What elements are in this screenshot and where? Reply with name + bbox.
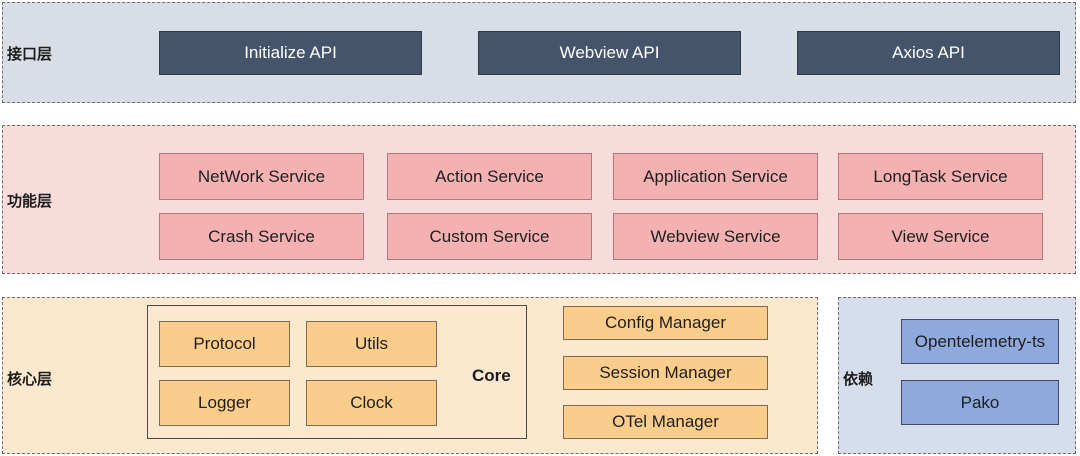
axios-api-box: Axios API: [797, 31, 1060, 75]
clock-box: Clock: [306, 380, 437, 426]
longtask-service-box: LongTask Service: [838, 153, 1043, 200]
initialize-api-box: Initialize API: [159, 31, 422, 75]
opentelemetry-box: Opentelemetry-ts: [901, 319, 1059, 364]
protocol-box: Protocol: [159, 321, 290, 367]
webview-api-box: Webview API: [478, 31, 741, 75]
crash-service-box: Crash Service: [159, 213, 364, 260]
action-service-box: Action Service: [387, 153, 592, 200]
utils-box: Utils: [306, 321, 437, 367]
config-manager-box: Config Manager: [563, 306, 768, 340]
interface-layer-label: 接口层: [7, 45, 53, 63]
session-manager-box: Session Manager: [563, 356, 768, 390]
webview-service-box: Webview Service: [613, 213, 818, 260]
pako-box: Pako: [901, 380, 1059, 425]
core-frame: [147, 305, 527, 439]
view-service-box: View Service: [838, 213, 1043, 260]
application-service-box: Application Service: [613, 153, 818, 200]
function-layer-label: 功能层: [7, 192, 53, 210]
dependency-layer-label: 依赖: [843, 370, 874, 388]
core-layer-label: 核心层: [7, 370, 53, 388]
logger-box: Logger: [159, 380, 290, 426]
core-title: Core: [472, 366, 511, 385]
network-service-box: NetWork Service: [159, 153, 364, 200]
otel-manager-box: OTel Manager: [563, 405, 768, 439]
custom-service-box: Custom Service: [387, 213, 592, 260]
